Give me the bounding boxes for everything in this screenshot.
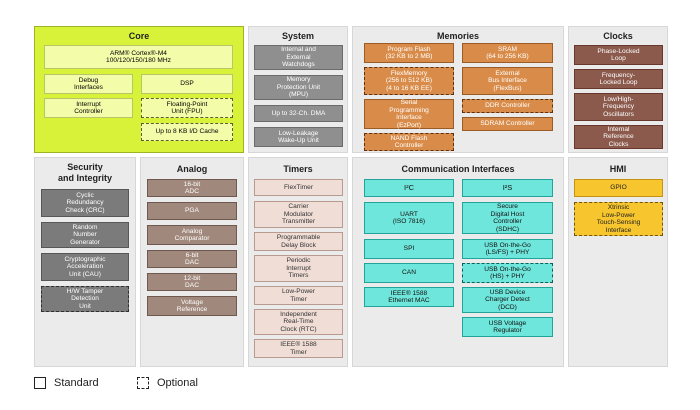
security-title: Security and Integrity — [57, 162, 112, 183]
analog-block-voltage-ref: Voltage Reference — [147, 296, 237, 316]
security-panel: Security and Integrity Cyclic Redundancy… — [34, 157, 136, 367]
comm-block-i2s: I²S — [462, 179, 553, 197]
memories-block-sram: SRAM (64 to 256 KB) — [462, 43, 553, 63]
timers-block-flextimer: FlexTimer — [254, 179, 343, 196]
memories-block-ezport: Serial Programming Interface (EzPort) — [364, 99, 454, 129]
core-block-cache: Up to 8 KB I/D Cache — [141, 123, 233, 141]
timers-panel: Timers FlexTimer Carrier Modulator Trans… — [248, 157, 348, 367]
clocks-block-ref-clocks: Internal Reference Clocks — [574, 125, 663, 149]
hmi-title: HMI — [609, 164, 627, 174]
analog-title: Analog — [176, 164, 208, 174]
legend-standard-label: Standard — [54, 377, 99, 389]
legend-optional-swatch — [137, 377, 149, 389]
security-block-crc: Cyclic Redundancy Check (CRC) — [41, 189, 129, 217]
legend-optional: Optional — [137, 377, 198, 389]
comm-block-uart: UART (ISO 7816) — [364, 202, 454, 234]
core-block-cortex: ARM® Cortex®-M4 100/120/150/180 MHz — [44, 45, 233, 69]
system-block-wakeup: Low-Leakage Wake-Up Unit — [254, 127, 343, 147]
memories-block-program-flash: Program Flash (32 KB to 2 MB) — [364, 43, 454, 63]
core-block-debug: Debug Interfaces — [44, 74, 133, 94]
core-title: Core — [128, 31, 150, 41]
memories-block-sdram: SDRAM Controller — [462, 117, 553, 131]
memories-block-flexbus: External Bus Interface (FlexBus) — [462, 67, 553, 95]
security-block-tamper: H/W Tamper Detection Unit — [41, 286, 129, 312]
analog-block-comparator: Analog Comparator — [147, 225, 237, 245]
analog-block-12bit-dac: 12-bit DAC — [147, 273, 237, 291]
memories-block-ddr: DDR Controller — [462, 99, 553, 113]
legend-standard: Standard — [34, 377, 99, 389]
analog-panel: Analog 16-bit ADC PGA Analog Comparator … — [140, 157, 244, 367]
clocks-title: Clocks — [603, 31, 633, 41]
comm-block-usb-dcd: USB Device Charger Detect (DCD) — [462, 287, 553, 313]
comm-block-sdhc: Secure Digital Host Controller (SDHC) — [462, 202, 553, 234]
system-block-watchdogs: Internal and External Watchdogs — [254, 45, 343, 70]
comm-panel: Communication Interfaces I²C I²S UART (I… — [352, 157, 564, 367]
core-panel: Core ARM® Cortex®-M4 100/120/150/180 MHz… — [34, 26, 244, 153]
core-block-fpu: Floating-Point Unit (FPU) — [141, 98, 233, 118]
timers-block-pdb: Programmable Delay Block — [254, 232, 343, 251]
clocks-block-fll: Frequency- Locked Loop — [574, 69, 663, 89]
system-panel: System Internal and External Watchdogs M… — [248, 26, 348, 153]
comm-block-ethernet: IEEE® 1588 Ethernet MAC — [364, 287, 454, 307]
analog-block-adc: 16-bit ADC — [147, 179, 237, 197]
timers-block-1588-timer: IEEE® 1588 Timer — [254, 339, 343, 358]
comm-block-can: CAN — [364, 263, 454, 283]
hmi-block-touch-sensing: Xtrinsic Low-Power Touch-Sensing Interfa… — [574, 202, 663, 236]
system-block-mpu: Memory Protection Unit (MPU) — [254, 75, 343, 100]
timers-block-lptimer: Low-Power Timer — [254, 286, 343, 305]
clocks-panel: Clocks Phase-Locked Loop Frequency- Lock… — [568, 26, 668, 153]
hmi-block-gpio: GPIO — [574, 179, 663, 197]
analog-block-pga: PGA — [147, 202, 237, 220]
timers-block-pit: Periodic Interrupt Timers — [254, 255, 343, 282]
memories-block-nand: NAND Flash Controller — [364, 133, 454, 151]
timers-block-rtc: Independent Real-Time Clock (RTC) — [254, 309, 343, 335]
system-title: System — [281, 31, 315, 41]
memories-block-flexmemory: FlexMemory (256 to 512 KB) (4 to 16 KB E… — [364, 67, 454, 95]
comm-block-usb-hs: USB On-the-Go (HS) + PHY — [462, 263, 553, 283]
analog-block-6bit-dac: 6-bit DAC — [147, 250, 237, 268]
system-block-dma: Up to 32-Ch. DMA — [254, 105, 343, 122]
comm-block-usb-fs: USB On-the-Go (LS/FS) + PHY — [462, 239, 553, 259]
memories-title: Memories — [436, 31, 480, 41]
comm-title: Communication Interfaces — [401, 164, 515, 174]
core-block-dsp: DSP — [141, 74, 233, 94]
legend-standard-swatch — [34, 377, 46, 389]
legend-optional-label: Optional — [157, 377, 198, 389]
memories-panel: Memories Program Flash (32 KB to 2 MB) S… — [352, 26, 564, 153]
clocks-block-oscillators: Low/High- Frequency Oscillators — [574, 93, 663, 121]
security-block-rng: Random Number Generator — [41, 222, 129, 248]
hmi-panel: HMI GPIO Xtrinsic Low-Power Touch-Sensin… — [568, 157, 668, 367]
comm-block-usb-regulator: USB Voltage Regulator — [462, 317, 553, 337]
timers-block-cmt: Carrier Modulator Transmitter — [254, 201, 343, 228]
comm-block-i2c: I²C — [364, 179, 454, 197]
clocks-block-pll: Phase-Locked Loop — [574, 45, 663, 65]
timers-title: Timers — [283, 164, 313, 174]
core-block-interrupt: Interrupt Controller — [44, 98, 133, 118]
security-block-cau: Cryptographic Acceleration Unit (CAU) — [41, 253, 129, 281]
comm-block-spi: SPI — [364, 239, 454, 259]
